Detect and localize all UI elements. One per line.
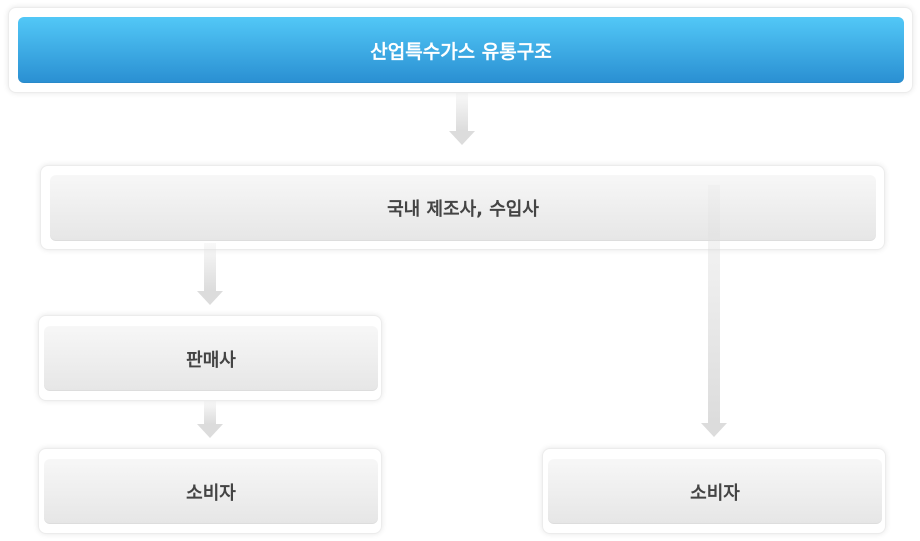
consumer-right-frame: 소비자 — [542, 448, 886, 534]
retailer-frame: 판매사 — [38, 315, 382, 401]
manufacturer-frame: 국내 제조사, 수입사 — [40, 165, 885, 250]
consumer-left-box: 소비자 — [44, 459, 378, 524]
consumer-right-label: 소비자 — [690, 482, 740, 504]
manufacturer-box: 국내 제조사, 수입사 — [50, 175, 876, 241]
consumer-left-frame: 소비자 — [38, 448, 382, 534]
title-frame: 산업특수가스 유통구조 — [8, 7, 913, 93]
arrow-retailer-to-consumer-left — [196, 401, 224, 438]
consumer-right-box: 소비자 — [548, 459, 882, 524]
arrow-manufacturer-to-consumer-right — [700, 185, 728, 437]
title-box: 산업특수가스 유통구조 — [18, 17, 904, 83]
retailer-box: 판매사 — [44, 326, 378, 391]
arrow-title-to-manufacturer — [448, 93, 476, 145]
diagram-title: 산업특수가스 유통구조 — [370, 40, 552, 63]
retailer-label: 판매사 — [186, 349, 236, 371]
consumer-left-label: 소비자 — [186, 482, 236, 504]
arrow-manufacturer-to-retailer — [196, 243, 224, 305]
manufacturer-label: 국내 제조사, 수입사 — [387, 199, 539, 220]
